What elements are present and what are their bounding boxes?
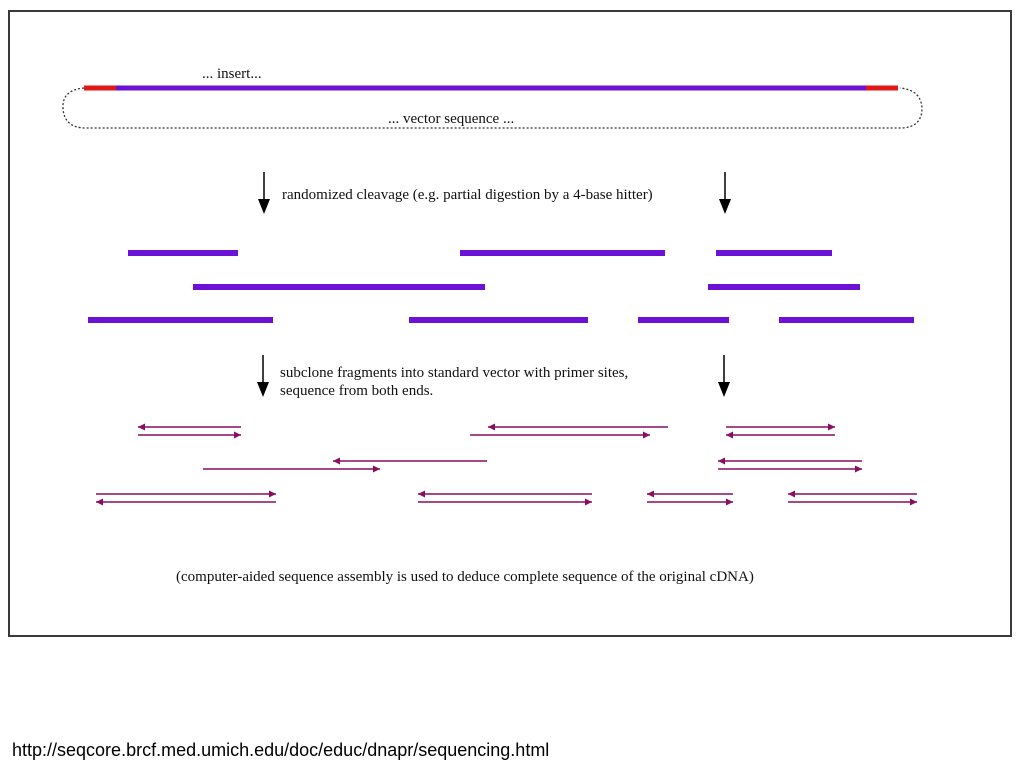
assembly-caption: (computer-aided sequence assembly is use… — [176, 569, 754, 585]
cleavage-step: randomized cleavage (e.g. partial digest… — [258, 172, 731, 214]
vector-sequence-label: ... vector sequence ... — [388, 111, 514, 127]
down-arrow-icon — [718, 382, 730, 397]
vector-construct: ... insert... ... vector sequence ... — [62, 66, 923, 129]
diagram-frame — [8, 10, 1012, 637]
down-arrow-icon — [719, 199, 731, 214]
cleavage-step-label: randomized cleavage (e.g. partial digest… — [282, 187, 653, 203]
subclone-step-label-line2: sequence from both ends. — [280, 383, 433, 399]
subclone-step-label-line1: subclone fragments into standard vector … — [280, 365, 628, 381]
source-url-link[interactable]: http://seqcore.brcf.med.umich.edu/doc/ed… — [12, 740, 550, 760]
vector-backbone-loop — [62, 87, 923, 129]
subclone-step: subclone fragments into standard vector … — [257, 355, 730, 399]
insert-label: ... insert... — [202, 66, 262, 82]
down-arrow-icon — [257, 382, 269, 397]
down-arrow-icon — [258, 199, 270, 214]
sequencing-reads — [96, 423, 917, 506]
cleaved-fragments — [88, 250, 914, 323]
